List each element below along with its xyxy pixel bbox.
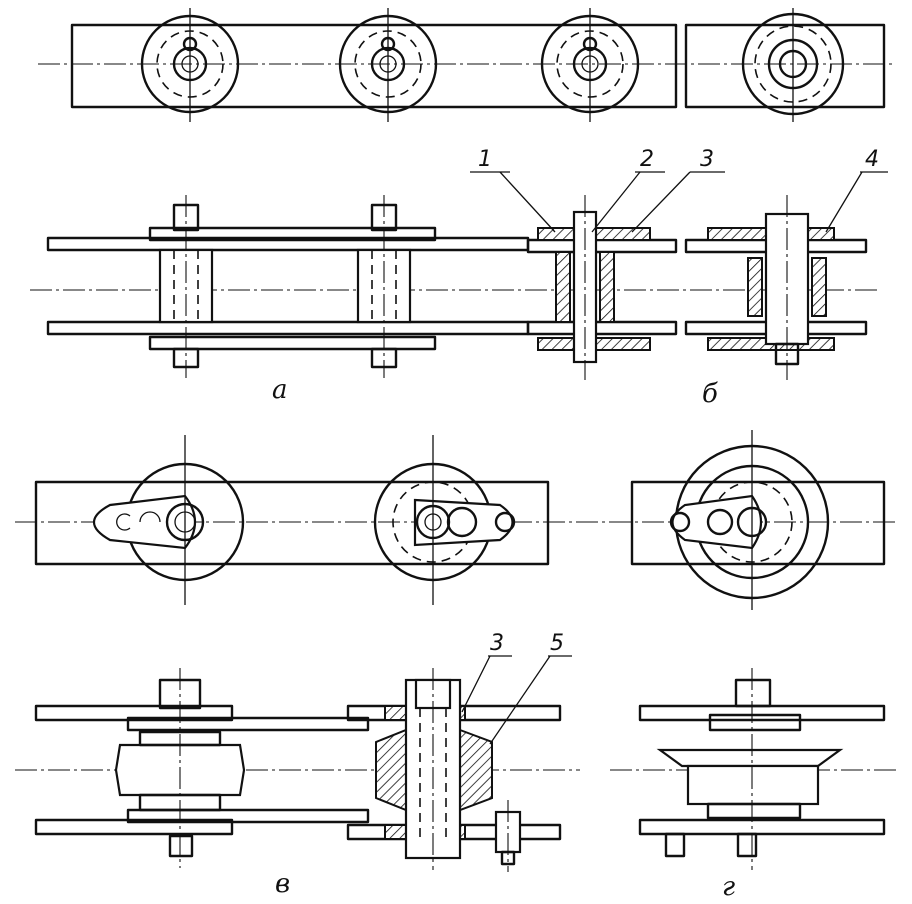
roller-mid-1 [92, 435, 245, 605]
view-label-g: г [722, 872, 735, 902]
chain-plan-view-middle [15, 430, 896, 610]
roller-top-2 [338, 8, 438, 122]
callout-1: 1 [478, 147, 492, 172]
roller-top-4 [741, 8, 845, 122]
roller-section-left [114, 668, 246, 868]
callout-leaders-top [470, 171, 888, 233]
roller-section-right [375, 668, 493, 870]
chain-plan-view-top [38, 8, 896, 122]
callout-5: 5 [550, 631, 564, 656]
roller-top-1 [140, 8, 240, 122]
chain-section-view-v [15, 668, 580, 872]
callout-3-top: 3 [700, 147, 714, 172]
roller-mid-2 [373, 435, 516, 605]
roller-top-3 [540, 8, 640, 122]
roller-mid-3 [669, 430, 830, 610]
pin-joint-1 [158, 195, 214, 378]
view-label-b: б [702, 379, 718, 409]
view-label-a: а [272, 375, 288, 405]
callout-2: 2 [640, 147, 654, 172]
view-label-v: в [275, 869, 290, 899]
chain-section-view-g [610, 668, 896, 870]
callout-3-bottom: 3 [490, 631, 504, 656]
chain-section-view-b [526, 195, 868, 380]
callout-4: 4 [865, 147, 879, 172]
pin-joint-2 [356, 195, 412, 378]
callout-leaders-bottom [461, 655, 572, 745]
small-bolt [494, 800, 522, 872]
